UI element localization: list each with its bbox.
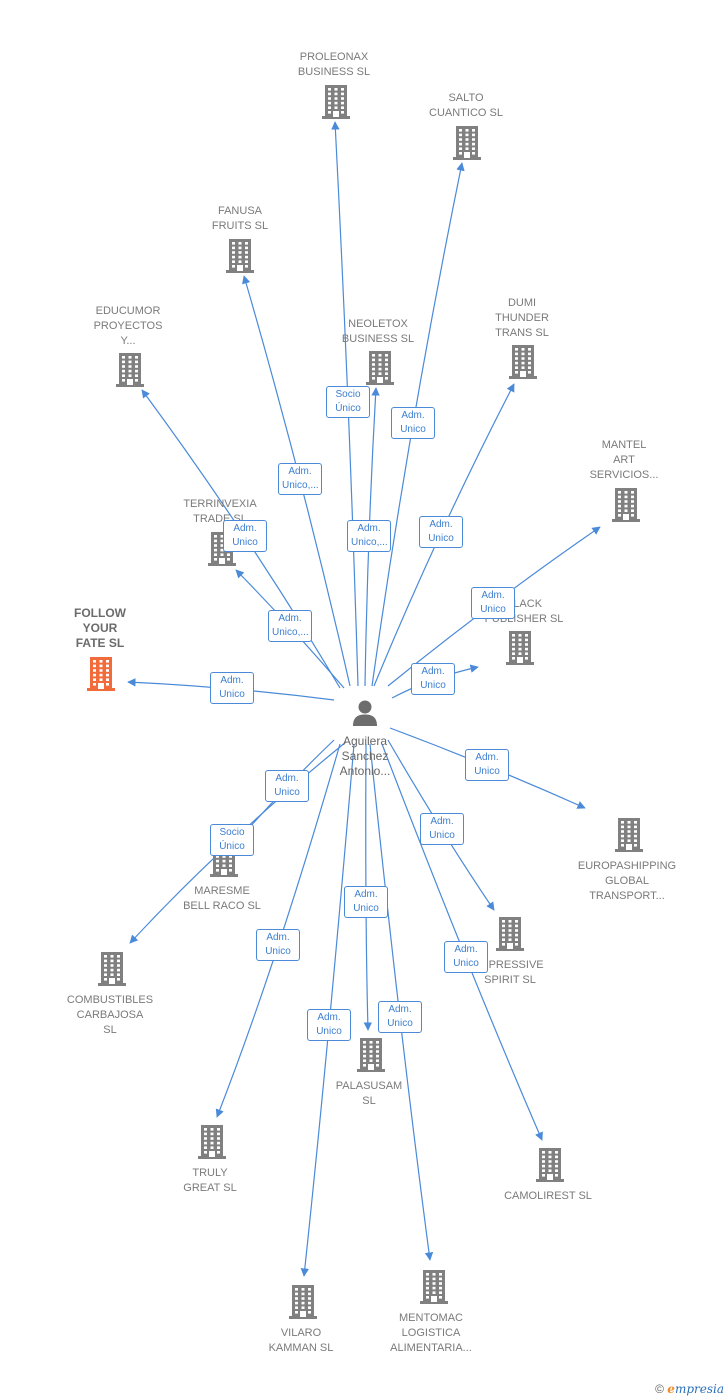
role-tag-impressive[interactable]: Adm. Unico — [420, 813, 464, 845]
company-node-follow[interactable]: FOLLOW YOUR FATE SL — [40, 606, 160, 651]
role-tag-palasusam[interactable]: Adm. Unico — [344, 886, 388, 918]
company-label: SALTO CUANTICO SL — [429, 92, 503, 119]
company-node-fanusa[interactable]: FANUSA FRUITS SL — [180, 204, 300, 234]
role-tag-educumor[interactable]: Adm. Unico — [223, 520, 267, 552]
company-label: EUROPASHIPPING GLOBAL TRANSPORT... — [577, 860, 677, 902]
company-label: IMPRESSIVE SPIRIT SL — [476, 959, 544, 986]
role-tag-truly[interactable]: Adm. Unico — [256, 929, 300, 961]
company-label: VILARO KAMMAN SL — [268, 1327, 334, 1354]
building-icon — [453, 126, 481, 165]
company-label: MANTEL ART SERVICIOS... — [589, 439, 659, 481]
building-icon — [615, 818, 643, 857]
company-node-proleonax[interactable]: PROLEONAX BUSINESS SL — [274, 50, 394, 80]
role-tag-fanusa[interactable]: Adm. Unico,... — [278, 463, 322, 495]
company-node-maresme[interactable]: MARESME BELL RACO SL — [162, 884, 282, 914]
role-tag-combustibles[interactable]: Socio Único — [210, 824, 254, 856]
role-tag-vilaro[interactable]: Adm. Unico — [307, 1009, 351, 1041]
person-node[interactable]: Aguilera Sanchez Antonio... — [326, 698, 404, 779]
building-icon — [226, 239, 254, 278]
company-node-educumor[interactable]: EDUCUMOR PROYECTOS Y... — [68, 304, 188, 349]
company-node-camolirest[interactable]: CAMOLIREST SL — [488, 1189, 608, 1204]
company-label: TRULY GREAT SL — [183, 1167, 237, 1194]
building-icon — [506, 631, 534, 670]
copyright-symbol: © — [655, 1382, 664, 1396]
person-icon — [353, 700, 377, 726]
company-label: FOLLOW YOUR FATE SL — [74, 606, 126, 650]
building-icon — [87, 657, 115, 696]
building-icon — [366, 351, 394, 390]
company-label: DUMI THUNDER TRANS SL — [495, 297, 549, 339]
role-tag-mantel[interactable]: Adm. Unico — [471, 587, 515, 619]
building-icon — [116, 353, 144, 392]
company-node-salto[interactable]: SALTO CUANTICO SL — [406, 91, 526, 121]
company-label: EDUCUMOR PROYECTOS Y... — [93, 305, 163, 347]
brand-logo: empresia — [667, 1382, 724, 1396]
role-tag-black[interactable]: Adm. Unico — [411, 663, 455, 695]
company-label: FANUSA FRUITS SL — [211, 205, 269, 232]
company-node-combustibles[interactable]: COMBUSTIBLES CARBAJOSA SL — [50, 993, 170, 1038]
building-icon — [357, 1038, 385, 1077]
company-label: PROLEONAX BUSINESS SL — [297, 51, 371, 78]
role-tag-camolirest[interactable]: Adm. Unico — [444, 941, 488, 973]
building-icon — [612, 488, 640, 527]
company-node-mentomac[interactable]: MENTOMAC LOGISTICA ALIMENTARIA... — [371, 1311, 491, 1356]
role-tag-mentomac[interactable]: Adm. Unico — [378, 1001, 422, 1033]
company-label: MARESME BELL RACO SL — [183, 885, 261, 912]
building-icon — [198, 1125, 226, 1164]
role-tag-neoletox[interactable]: Adm. Unico,... — [347, 520, 391, 552]
company-node-impressive[interactable]: IMPRESSIVE SPIRIT SL — [450, 958, 570, 988]
company-label: CAMOLIREST SL — [504, 1190, 592, 1202]
building-icon — [289, 1285, 317, 1324]
role-tag-proleonax[interactable]: Socio Único — [326, 386, 370, 418]
building-icon — [420, 1270, 448, 1309]
role-tag-follow[interactable]: Adm. Unico — [210, 672, 254, 704]
company-label: COMBUSTIBLES CARBAJOSA SL — [66, 994, 154, 1036]
role-tag-salto[interactable]: Adm. Unico — [391, 407, 435, 439]
company-node-neoletox[interactable]: NEOLETOX BUSINESS SL — [318, 317, 438, 347]
role-tag-maresme[interactable]: Adm. Unico — [265, 770, 309, 802]
building-icon — [536, 1148, 564, 1187]
company-node-dumi[interactable]: DUMI THUNDER TRANS SL — [462, 296, 582, 341]
company-node-europa[interactable]: EUROPASHIPPING GLOBAL TRANSPORT... — [567, 859, 687, 904]
footer-brand: © empresia — [655, 1382, 724, 1396]
role-tag-europa[interactable]: Adm. Unico — [465, 749, 509, 781]
company-label: PALASUSAM SL — [335, 1080, 403, 1107]
company-node-mantel[interactable]: MANTEL ART SERVICIOS... — [564, 438, 684, 483]
company-node-vilaro[interactable]: VILARO KAMMAN SL — [241, 1326, 361, 1356]
building-icon — [98, 952, 126, 991]
building-icon — [496, 917, 524, 956]
building-icon — [509, 345, 537, 384]
building-icon — [322, 85, 350, 124]
role-tag-terrinvexia[interactable]: Adm. Unico,... — [268, 610, 312, 642]
person-name: Aguilera Sanchez Antonio... — [339, 734, 391, 778]
company-label: NEOLETOX BUSINESS SL — [341, 318, 415, 345]
company-node-palasusam[interactable]: PALASUSAM SL — [309, 1079, 429, 1109]
company-label: MENTOMAC LOGISTICA ALIMENTARIA... — [390, 1312, 472, 1354]
role-tag-dumi[interactable]: Adm. Unico — [419, 516, 463, 548]
company-node-truly[interactable]: TRULY GREAT SL — [150, 1166, 270, 1196]
